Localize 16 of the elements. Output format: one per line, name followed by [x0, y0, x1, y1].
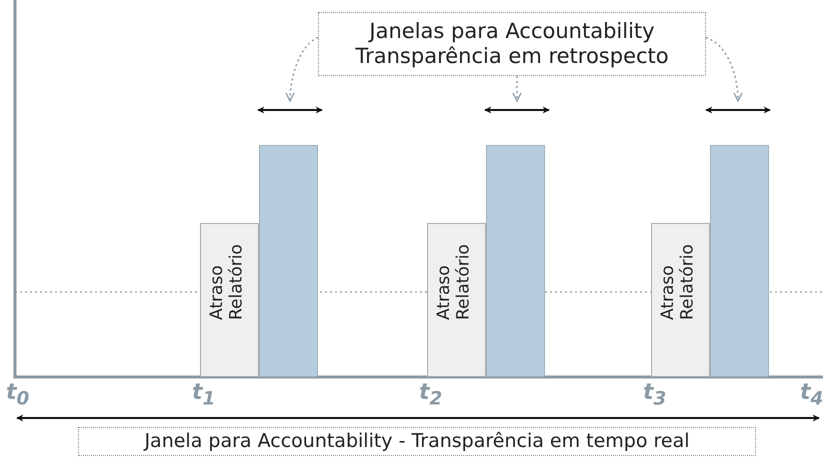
delay-box: Atraso Relatório: [200, 223, 259, 377]
leader-line: [286, 36, 318, 102]
time-label: t$_{2}$: [419, 380, 442, 410]
delay-box: Atraso Relatório: [651, 223, 710, 377]
window-label: Janela para Accountability - Transparência em tempo real: [78, 427, 756, 456]
leader-line: [706, 36, 742, 102]
time-label: t$_{0}$: [6, 380, 30, 410]
time-label: t$_{3}$: [643, 380, 666, 410]
callout-box: Janelas para Accountability Transparência em retrospecto: [318, 12, 706, 76]
leader-line: [512, 76, 522, 102]
bar: [486, 145, 545, 377]
time-label: t$_{1}$: [192, 380, 216, 410]
bar: [710, 145, 769, 377]
bar: [259, 145, 318, 377]
time-label: t$_{4}$: [800, 380, 823, 410]
delay-box: Atraso Relatório: [427, 223, 486, 377]
